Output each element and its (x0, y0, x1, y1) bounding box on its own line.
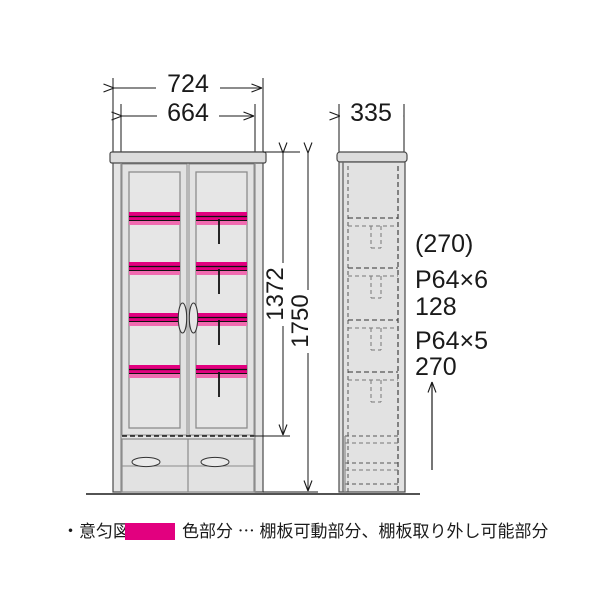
shelf-band (129, 365, 247, 397)
annotation-line-3: P64×5 (415, 327, 488, 355)
side-shelf (348, 319, 398, 351)
front-height-dimensions: 1372 1750 (254, 152, 321, 493)
dim-height-inner-label: 1372 (262, 267, 289, 320)
legend-prefix: ・意匀図 (62, 522, 130, 541)
side-drawer-zone (344, 435, 398, 492)
legend-text: 色部分 ⋯ 棚板可動部分、棚板取り外し可能部分 (182, 522, 548, 541)
shelf-band-group (129, 212, 247, 397)
side-depth-dimension: 335 (339, 99, 405, 156)
side-cabinet (336, 151, 408, 493)
side-shelf (348, 371, 398, 403)
annotation-line-1: P64×6 (415, 266, 488, 294)
front-cabinet (109, 151, 267, 493)
upper-doors (121, 163, 255, 436)
dim-width-inner-label: 664 (167, 99, 209, 127)
side-shelf (348, 267, 398, 299)
shelf-band (129, 262, 247, 294)
drawer-block (121, 438, 255, 493)
dim-width-outer-label: 724 (167, 70, 209, 98)
shelf-band (129, 313, 247, 345)
annotation-line-0: (270) (415, 230, 473, 258)
front-width-dimensions: 724 724 664 (113, 70, 264, 156)
dim-depth-label: 335 (350, 99, 392, 127)
shelf-band (129, 212, 247, 244)
dim-height-total-label: 1750 (287, 294, 314, 347)
legend: ・意匀図 色部分 ⋯ 棚板可動部分、棚板取り外し可能部分 (62, 522, 548, 541)
oval-pull-handle-icon (177, 302, 199, 334)
annotation-block: (270) P64×6 128 P64×5 270 (415, 230, 488, 470)
annotation-line-2: 128 (415, 293, 457, 321)
legend-swatch (125, 523, 175, 540)
annotation-line-4: 270 (415, 353, 457, 381)
side-shelf (348, 217, 398, 249)
